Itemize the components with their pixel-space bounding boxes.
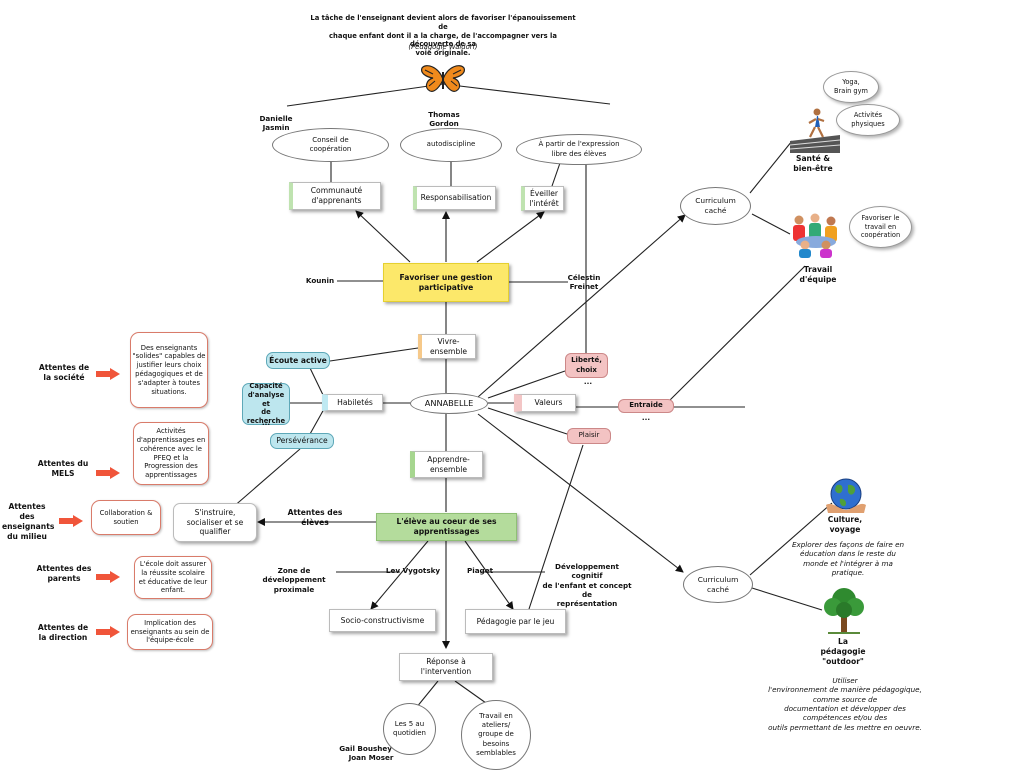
red-arrow-icon: [96, 626, 120, 638]
ellipsis-capacite: ...: [261, 418, 271, 427]
box-valeurs: Valeurs: [514, 394, 576, 412]
ellipse-curriculum-cache-2: Curriculum caché: [683, 566, 753, 603]
name-kounin: Kounin: [305, 276, 335, 285]
label-pedagogie-outdoor: La pédagogie "outdoor": [820, 637, 866, 666]
attentes-box-parents: L'école doit assurer la réussite scolair…: [134, 556, 212, 599]
box-socio-constructivisme: Socio-constructivisme: [329, 609, 436, 632]
attentes-box-enseignants: Collaboration & soutien: [91, 500, 161, 535]
attentes-label-parents: Attentes des parents: [36, 564, 92, 583]
box-eveiller-interet: Éveiller l'intérêt: [521, 186, 564, 211]
globe-icon: [826, 478, 866, 513]
box-responsabilisation: Responsabilisation: [413, 186, 496, 210]
team-icon: [793, 213, 837, 258]
tag-plaisir: Plaisir: [567, 428, 611, 444]
red-arrow-icon: [59, 515, 83, 527]
attentes-box-direction: Implication des enseignants au sein de l…: [127, 614, 213, 650]
label-culture-description: Explorer des façons de faire en éducatio…: [791, 540, 905, 578]
label-sante-bien-etre: Santé & bien-être: [793, 154, 833, 173]
ellipse-cinq-au-quotidien: Les 5 au quotidien: [383, 703, 436, 755]
quote-source: (Pédagogie Waldorf): [408, 43, 478, 51]
ellipse-conseil-cooperation: Conseil de coopération: [272, 128, 389, 162]
attentes-label-societe: Attentes de la société: [38, 363, 90, 382]
ellipse-annabelle: ANNABELLE: [410, 393, 488, 414]
ellipse-autodiscipline: autodiscipline: [400, 128, 502, 162]
box-favoriser-gestion: Favoriser une gestion participative: [383, 263, 509, 302]
box-vivre-ensemble: Vivre- ensemble: [418, 334, 476, 359]
label-developpement-cognitif: Développement cognitif de l'enfant et co…: [542, 562, 632, 609]
attentes-label-enseignants: Attentes des enseignants du milieu: [2, 502, 55, 541]
name-lev-vygotsky: Lev Vygotsky: [385, 566, 441, 575]
tag-perseverance: Persévérance: [270, 433, 334, 449]
butterfly-icon: [421, 65, 465, 92]
cloud-activites-physiques: Activités physiques: [836, 104, 900, 136]
tag-ecoute-active: Écoute active: [266, 352, 330, 369]
box-communaute-apprenants: Communauté d'apprenants: [289, 182, 381, 210]
red-arrow-icon: [96, 571, 120, 583]
red-arrow-icon: [96, 368, 120, 380]
ellipsis-liberte: ...: [583, 377, 593, 386]
cloud-cooperation: Favoriser le travail en coopération: [849, 206, 912, 248]
ellipse-expression-libre: À partir de l'expression libre des élève…: [516, 134, 642, 165]
attentes-label-mels: Attentes du MELS: [37, 459, 89, 478]
ellipse-travail-ateliers: Travail en ateliers/ groupe de besoins s…: [461, 700, 531, 770]
quote-text: La tâche de l'enseignant devient alors d…: [310, 14, 576, 58]
tag-liberte-choix: Liberté, choix: [565, 353, 608, 378]
name-thomas-gordon: Thomas Gordon: [428, 110, 460, 129]
ellipsis-entraide: ...: [641, 413, 651, 422]
tag-entraide: Entraide: [618, 399, 674, 413]
name-danielle-jasmin: Danielle Jasmin: [259, 114, 293, 133]
cloud-yoga-brain-gym: Yoga, Brain gym: [823, 71, 879, 103]
label-travail-equipe: Travail d'équipe: [799, 265, 837, 284]
ellipse-curriculum-cache-1: Curriculum caché: [680, 187, 751, 225]
attentes-box-mels: Activités d'apprentissages en cohérence …: [133, 422, 209, 485]
box-instruire-socialiser: S'instruire, socialiser et se qualifier: [173, 503, 257, 542]
box-eleve-coeur: L'élève au coeur de ses apprentissages: [376, 513, 517, 541]
attentes-label-direction: Attentes de la direction: [37, 623, 89, 642]
name-piaget: Piaget: [466, 566, 494, 575]
tree-icon: [824, 588, 864, 634]
box-apprendre-ensemble: Apprendre- ensemble: [410, 451, 483, 478]
label-outdoor-description: Utiliser l'environnement de manière péda…: [768, 676, 922, 732]
box-reponse-intervention: Réponse à l'intervention: [399, 653, 493, 681]
tag-capacite-analyse: Capacité d'analyse et de recherche: [242, 382, 290, 425]
box-pedagogie-jeu: Pédagogie par le jeu: [465, 609, 566, 634]
label-zone-developpement: Zone de développement proximale: [262, 566, 326, 594]
label-attentes-eleves: Attentes des élèves: [287, 508, 343, 527]
box-habiletes: Habiletés: [322, 394, 383, 411]
runner-icon: [790, 108, 840, 153]
label-culture-voyage: Culture, voyage: [827, 515, 863, 534]
attentes-box-societe: Des enseignants "solides" capables de ju…: [130, 332, 208, 408]
name-celestin-freinet: Célestin Freinet: [567, 273, 601, 292]
red-arrow-icon: [96, 467, 120, 479]
